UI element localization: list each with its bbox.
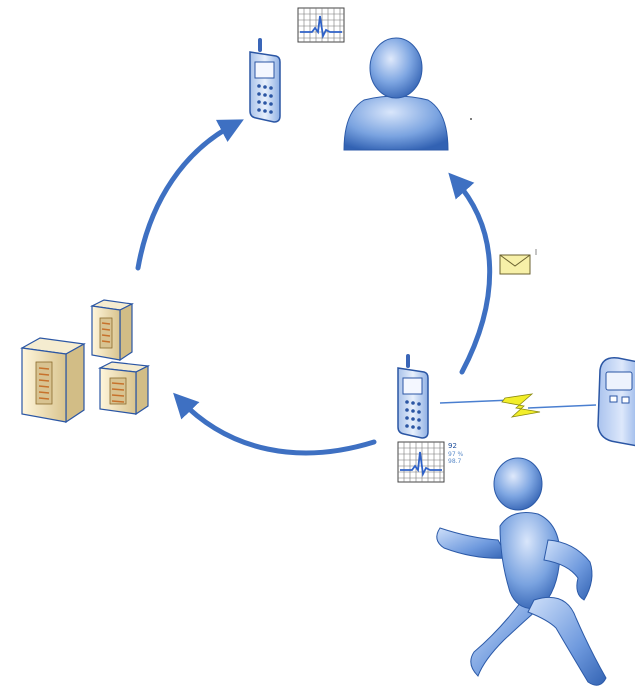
server-large-icon [20, 337, 86, 424]
arrow-patient-to-servers [173, 392, 377, 456]
flow-arrows [135, 119, 493, 456]
doctor-person-icon [343, 37, 449, 151]
arrow-patient-to-doctor [448, 172, 493, 375]
patient-ecg-icon: 92 97 % 98.7 [397, 441, 464, 483]
server-small-bottom-icon [97, 361, 151, 416]
dot-mark [470, 118, 472, 120]
readout-value-1: 92 [448, 442, 457, 450]
readout-value-3: 98.7 [448, 458, 462, 465]
arrow-servers-to-doctor [135, 119, 244, 271]
readout-value-2: 97 % [448, 451, 464, 458]
wireless-link-icon [439, 393, 597, 418]
running-person-icon [436, 457, 607, 686]
patient-phone-icon [397, 354, 429, 439]
server-cluster-icon [20, 299, 151, 424]
doctor-phone-icon [249, 38, 281, 123]
doctor-ecg-icon [297, 7, 345, 43]
envelope-icon [499, 249, 537, 275]
sensor-device-icon [597, 357, 635, 447]
lightning-bolt-icon [501, 393, 541, 418]
server-small-top-icon [90, 299, 134, 362]
